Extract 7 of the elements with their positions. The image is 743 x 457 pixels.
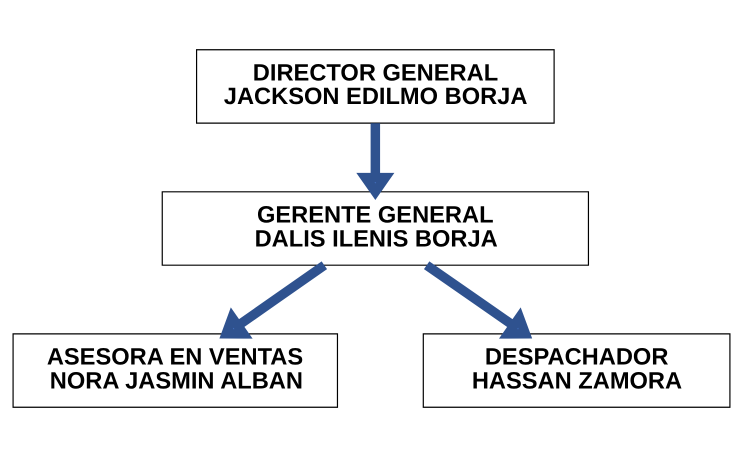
node-box: DESPACHADOR HASSAN ZAMORA [422,333,730,408]
arrow [356,123,394,200]
node-box: ASESORA EN VENTAS NORA JASMIN ALBAN [12,333,338,408]
node-box: GERENTE GENERAL DALIS ILENIS BORJA [162,191,590,266]
arrow [219,261,328,339]
arrow [424,261,532,339]
node-box: DIRECTOR GENERAL JACKSON EDILMO BORJA [196,49,555,124]
